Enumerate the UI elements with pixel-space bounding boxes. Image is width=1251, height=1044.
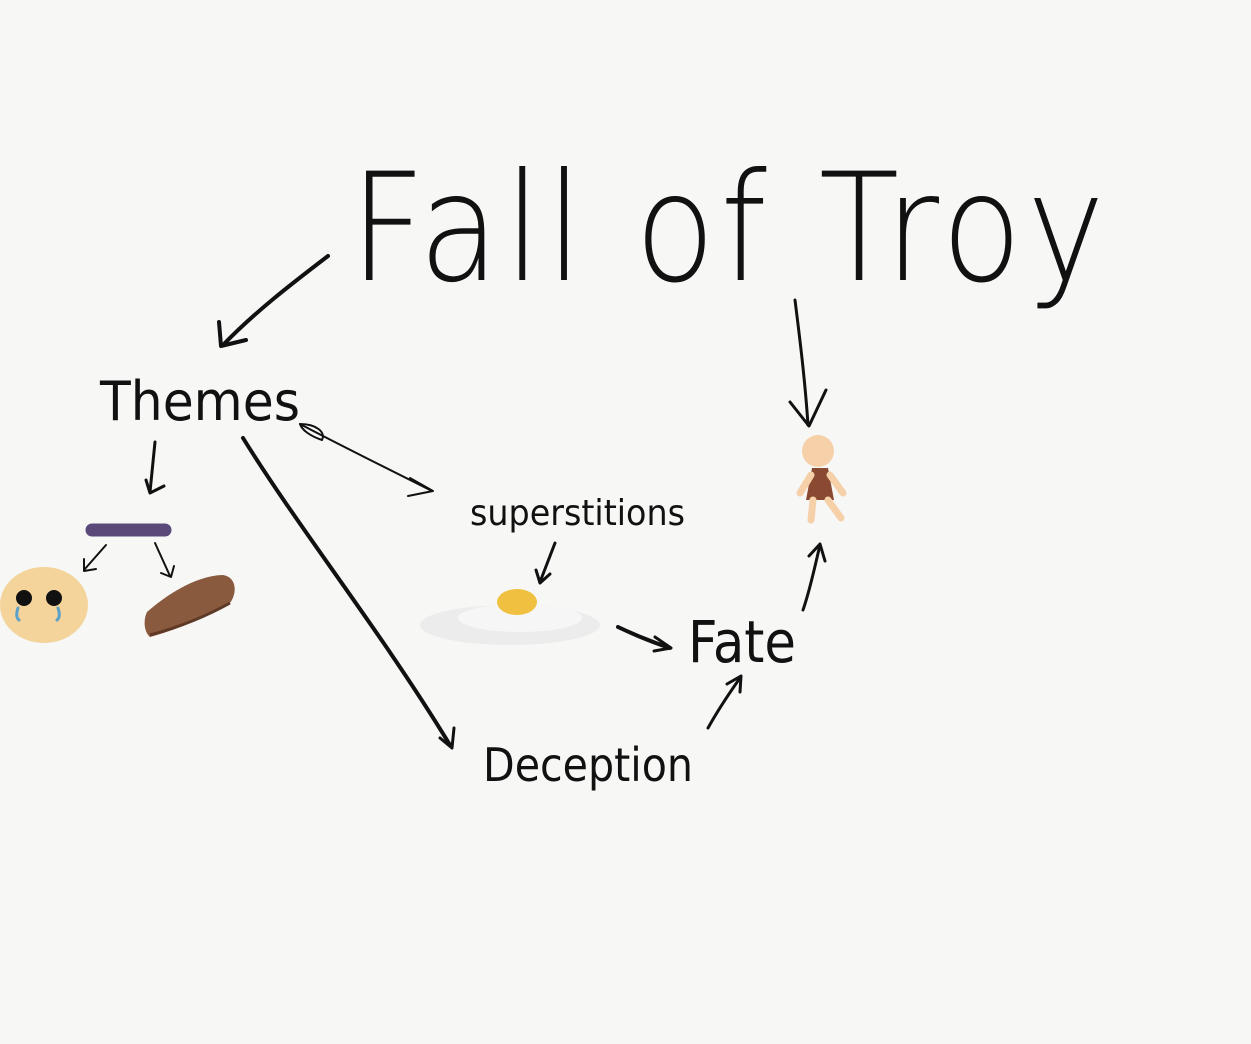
crying-face-icon — [0, 567, 88, 643]
bread-loaf-icon — [144, 575, 235, 637]
node-deception: Deception — [483, 738, 693, 792]
arrow-egg-to-fate — [616, 625, 673, 653]
diagram-title: Fall of Troy — [350, 142, 1110, 316]
arrow-bar-to-loaf — [154, 542, 175, 578]
node-themes: Themes — [99, 370, 300, 433]
arrow-deception-to-fate — [706, 674, 743, 730]
arrow-fate-to-figure — [801, 542, 827, 612]
node-fate: Fate — [688, 608, 796, 676]
arrow-title-to-themes — [217, 254, 330, 348]
arrow-themes-to-bar — [144, 440, 166, 495]
arrow-themes-to-superstitions — [299, 423, 434, 497]
arrow-themes-to-deception — [241, 436, 456, 750]
arrow-superstitions-to-egg — [534, 541, 557, 585]
arrow-bar-to-face — [83, 544, 107, 572]
arrow-title-to-figure — [788, 298, 828, 428]
fried-egg-icon — [420, 589, 600, 645]
person-figure-icon — [796, 435, 847, 524]
node-superstitions: superstitions — [470, 493, 685, 534]
